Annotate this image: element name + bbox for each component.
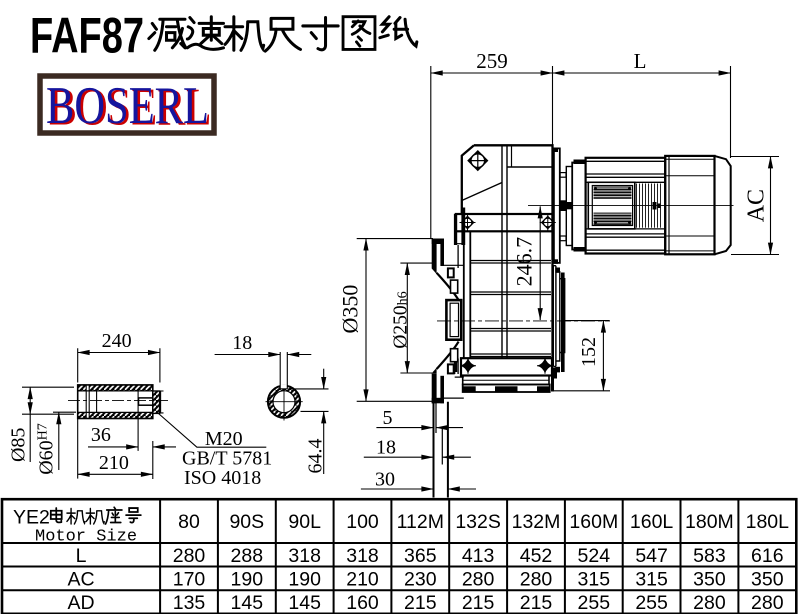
svg-text:280: 280 bbox=[173, 545, 206, 567]
svg-text:280: 280 bbox=[693, 592, 726, 614]
svg-text:160M: 160M bbox=[569, 511, 618, 533]
svg-text:135: 135 bbox=[173, 592, 206, 614]
svg-text:30: 30 bbox=[375, 469, 395, 491]
svg-text:240: 240 bbox=[102, 330, 132, 352]
svg-text:160: 160 bbox=[346, 592, 379, 614]
svg-text:18: 18 bbox=[376, 437, 396, 459]
svg-text:280: 280 bbox=[520, 569, 553, 591]
svg-text:FAF87: FAF87 bbox=[30, 8, 144, 64]
svg-text:18: 18 bbox=[232, 332, 252, 354]
svg-text:132S: 132S bbox=[455, 511, 501, 533]
svg-text:365: 365 bbox=[404, 545, 437, 567]
svg-text:36: 36 bbox=[91, 424, 111, 446]
svg-text:190: 190 bbox=[288, 569, 321, 591]
svg-text:170: 170 bbox=[173, 569, 206, 591]
svg-text:Motor Size: Motor Size bbox=[35, 528, 137, 547]
svg-text:YE2: YE2 bbox=[13, 507, 50, 529]
svg-text:259: 259 bbox=[476, 49, 508, 73]
svg-text:BOSERL: BOSERL bbox=[49, 79, 212, 137]
svg-text:132M: 132M bbox=[512, 511, 561, 533]
svg-text:160L: 160L bbox=[630, 511, 674, 533]
svg-text:583: 583 bbox=[693, 545, 726, 567]
svg-text:190: 190 bbox=[231, 569, 264, 591]
svg-text:210: 210 bbox=[346, 569, 379, 591]
svg-text:AC: AC bbox=[744, 189, 770, 222]
svg-text:GB/T 5781: GB/T 5781 bbox=[182, 448, 272, 470]
svg-text:616: 616 bbox=[751, 545, 784, 567]
svg-text:BOSERL: BOSERL bbox=[46, 77, 209, 135]
svg-text:318: 318 bbox=[346, 545, 379, 567]
svg-text:90L: 90L bbox=[288, 511, 321, 533]
svg-text:AC: AC bbox=[67, 569, 94, 591]
svg-text:547: 547 bbox=[635, 545, 668, 567]
svg-text:Ø85: Ø85 bbox=[8, 428, 30, 462]
svg-text:Ø250h6: Ø250h6 bbox=[391, 291, 412, 348]
svg-text:288: 288 bbox=[231, 545, 264, 567]
svg-text:ISO 4018: ISO 4018 bbox=[184, 467, 261, 489]
svg-text:350: 350 bbox=[751, 569, 784, 591]
svg-text:145: 145 bbox=[231, 592, 264, 614]
svg-text:90S: 90S bbox=[229, 511, 264, 533]
svg-text:100: 100 bbox=[346, 511, 379, 533]
svg-text:315: 315 bbox=[635, 569, 668, 591]
svg-text:280: 280 bbox=[751, 592, 784, 614]
svg-text:350: 350 bbox=[693, 569, 726, 591]
svg-text:152: 152 bbox=[578, 337, 600, 367]
svg-text:215: 215 bbox=[462, 592, 495, 614]
svg-text:280: 280 bbox=[462, 569, 495, 591]
svg-text:Ø350: Ø350 bbox=[338, 285, 363, 334]
svg-text:215: 215 bbox=[520, 592, 553, 614]
svg-text:80: 80 bbox=[178, 511, 200, 533]
svg-text:145: 145 bbox=[288, 592, 321, 614]
svg-text:64.4: 64.4 bbox=[305, 439, 327, 474]
svg-text:180L: 180L bbox=[746, 511, 790, 533]
svg-text:413: 413 bbox=[462, 545, 495, 567]
svg-text:524: 524 bbox=[578, 545, 611, 567]
svg-text:112M: 112M bbox=[397, 511, 444, 533]
svg-text:AD: AD bbox=[67, 592, 94, 614]
svg-text:Ø60H7: Ø60H7 bbox=[36, 423, 58, 475]
svg-text:230: 230 bbox=[404, 569, 437, 591]
svg-text:315: 315 bbox=[578, 569, 611, 591]
svg-text:246.7: 246.7 bbox=[512, 237, 537, 287]
svg-text:215: 215 bbox=[404, 592, 437, 614]
svg-text:L: L bbox=[76, 545, 87, 567]
svg-text:255: 255 bbox=[635, 592, 668, 614]
svg-text:255: 255 bbox=[578, 592, 611, 614]
svg-text:180M: 180M bbox=[685, 511, 734, 533]
svg-text:452: 452 bbox=[520, 545, 553, 567]
svg-text:318: 318 bbox=[288, 545, 321, 567]
svg-text:M20: M20 bbox=[205, 428, 243, 450]
svg-text:210: 210 bbox=[99, 452, 129, 474]
svg-text:5: 5 bbox=[383, 407, 393, 429]
svg-text:L: L bbox=[634, 49, 647, 73]
